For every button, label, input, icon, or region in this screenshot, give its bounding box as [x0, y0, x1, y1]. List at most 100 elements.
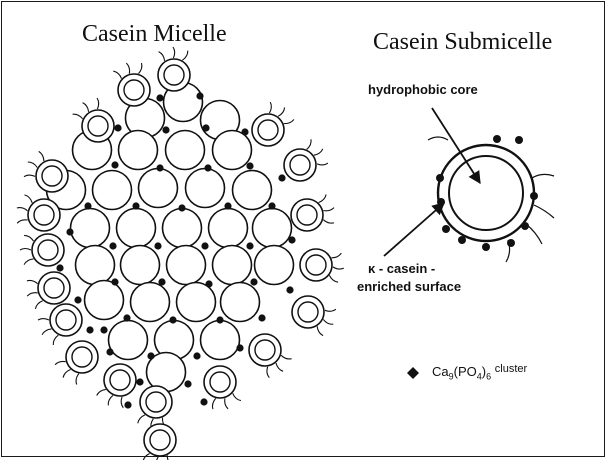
micelle-hair [137, 414, 146, 424]
micelle-title: Casein Micelle [82, 21, 227, 47]
micelle-hair [23, 174, 36, 178]
micelle-hair [26, 279, 38, 285]
cluster-dot [200, 398, 208, 406]
submicelle-hair [531, 173, 555, 179]
casein-micelle [16, 46, 345, 460]
inner-submicelle [251, 207, 293, 249]
micelle-hair [41, 328, 52, 335]
micelle-hair [328, 275, 339, 283]
inner-submicelle [211, 129, 253, 171]
diamond-dot-icon [407, 367, 419, 379]
inner-submicelle [165, 244, 207, 286]
cluster-dot [111, 278, 119, 286]
surface-submicelle-core [109, 369, 131, 391]
micelle-hair [26, 292, 38, 297]
surface-submicelle-core [145, 391, 167, 413]
surface-submicelle-core [87, 115, 109, 137]
cluster-dot [268, 202, 276, 210]
casein-submicelle [383, 107, 555, 263]
cluster-dot [201, 242, 209, 250]
micelle-hair [120, 396, 124, 409]
micelle-hair [331, 252, 342, 259]
core-pointer-arrow [431, 107, 481, 185]
micelle-hair [318, 194, 327, 204]
cluster-dot [258, 314, 266, 322]
micelle-hair [232, 393, 242, 402]
cluster-dot [158, 278, 166, 286]
micelle-hair [224, 398, 229, 410]
surface-submicelle-core [55, 309, 77, 331]
submicelle-cluster-dot [515, 136, 523, 144]
micelle-hair [324, 308, 337, 312]
cluster-sub-9: 9 [448, 371, 454, 382]
micelle-hair [268, 101, 272, 114]
cluster-dot [169, 316, 177, 324]
micelle-hair [62, 368, 71, 378]
submicelle-hair [427, 136, 449, 141]
micelle-hair [23, 258, 34, 265]
micelle-hair [158, 51, 166, 61]
cluster-dot [205, 280, 213, 288]
cluster-dot [250, 278, 258, 286]
inner-submicelle [107, 319, 149, 361]
surface-submicelle-core [289, 154, 311, 176]
inner-submicelle [137, 167, 179, 209]
cluster-dot [154, 242, 162, 250]
micelle-hair [138, 62, 143, 74]
cluster-sub-4: 4 [476, 371, 482, 382]
cluster-dot [132, 202, 140, 210]
kappa-label-line2: enriched surface [357, 279, 462, 294]
inner-submicelle [74, 244, 116, 286]
surface-submicelle-core [296, 204, 318, 226]
submicelle-cluster-dot [436, 174, 444, 182]
cluster-dot [286, 286, 294, 294]
surface-submicelle-core [257, 119, 279, 141]
cluster-dot [184, 380, 192, 388]
inner-submicelle [115, 207, 157, 249]
cluster-dot [241, 128, 249, 136]
surface-submicelle-core [33, 204, 55, 226]
submicelle-cluster-dot [530, 192, 538, 200]
surface-submicelle-core [123, 79, 145, 101]
inner-submicelle [119, 244, 161, 286]
surface-pointer-arrow [383, 202, 445, 257]
cluster-dot [156, 94, 164, 102]
cluster-dot [56, 264, 64, 272]
submicelle-cluster-dot [493, 135, 501, 143]
micelle-hair [125, 62, 131, 74]
micelle-hair [277, 107, 286, 117]
inner-submicelle [231, 169, 273, 211]
cluster-dot [74, 296, 82, 304]
micelle-hair [266, 366, 270, 379]
inner-submicelle [129, 281, 171, 323]
micelle-hair [27, 161, 38, 168]
micelle-submicelles [27, 58, 333, 457]
cluster-dot [86, 326, 94, 334]
micelle-hair [16, 207, 28, 212]
micelle-hairs [16, 46, 345, 460]
submicelle-cluster-dot [458, 236, 466, 244]
micelle-hair [142, 453, 150, 460]
micelle-hair [54, 360, 66, 366]
inner-submicelle [117, 129, 159, 171]
cluster-formula-ca: Ca [432, 364, 449, 379]
micelle-hair [306, 139, 312, 150]
inner-submicelle [184, 167, 226, 209]
micelle-hair [34, 300, 43, 310]
submicelle-title: Casein Submicelle [373, 29, 553, 55]
submicelle-cluster-dot [442, 225, 450, 233]
submicelle-cluster-dot [521, 222, 529, 230]
micelle-hair [96, 97, 100, 110]
inner-submicelle [91, 169, 133, 211]
micelle-hair [24, 194, 33, 203]
cluster-dot [224, 202, 232, 210]
micelle-hair [182, 50, 189, 61]
cluster-word: cluster [494, 363, 528, 375]
micelle-cluster-dots [56, 92, 296, 409]
core-label: hydrophobic core [368, 82, 478, 97]
cluster-dot [178, 204, 186, 212]
micelle-hair [322, 319, 334, 325]
micelle-hair [75, 373, 80, 385]
cluster-dot [202, 124, 210, 132]
